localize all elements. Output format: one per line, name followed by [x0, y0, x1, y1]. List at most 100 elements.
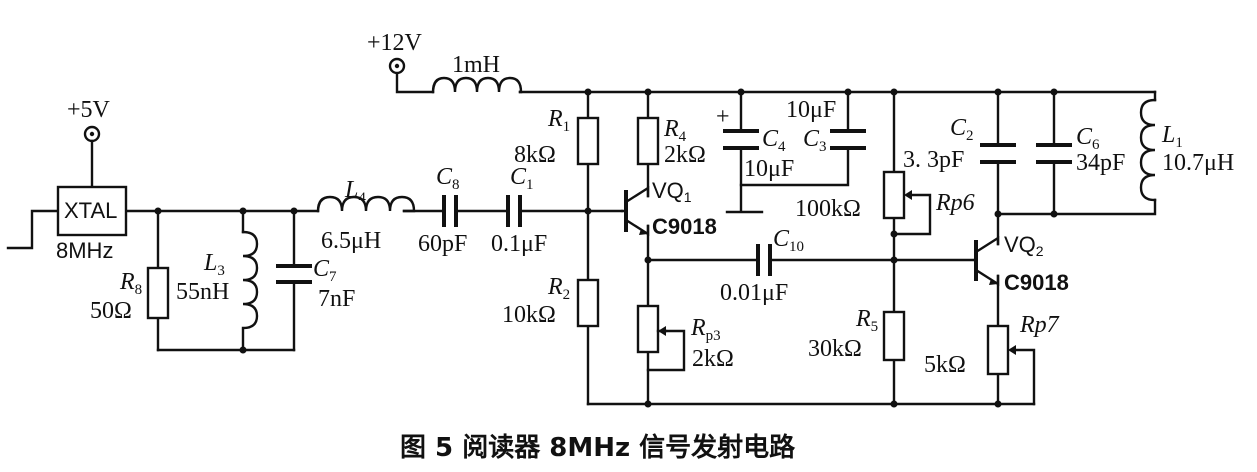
c8-name: C [436, 164, 453, 190]
vq2-name: VQ [1004, 232, 1036, 257]
svg-text:C1: C1 [510, 164, 534, 193]
c3-sub: 3 [819, 139, 827, 155]
svg-text:C6: C6 [1076, 124, 1100, 153]
resistor-r1: R1 8kΩ [514, 106, 600, 168]
svg-text:R5: R5 [855, 306, 878, 335]
potentiometer-rp6: Rp6 100kΩ [795, 170, 975, 222]
supply-12v-label: +12V [367, 30, 423, 56]
l3-name: L [203, 250, 217, 276]
junction-dots [154, 88, 1058, 408]
capacitor-c2: C2 3. 3pF [903, 115, 1016, 173]
c6-sub: 6 [1092, 137, 1100, 153]
supply-12v-terminal: +12V [367, 30, 423, 75]
svg-text:C8: C8 [436, 164, 460, 193]
c7-value: 7nF [318, 286, 355, 312]
svg-text:R1: R1 [547, 106, 570, 135]
svg-text:C7: C7 [313, 256, 337, 285]
r4-value: 2kΩ [664, 142, 706, 168]
svg-text:R2: R2 [547, 274, 570, 303]
rp7-value: 5kΩ [924, 352, 966, 378]
r2-value: 10kΩ [502, 302, 556, 328]
r5-sub: 5 [871, 319, 879, 335]
l3-sub: 3 [217, 263, 225, 279]
r2-sub: 2 [563, 287, 571, 303]
r1-value: 8kΩ [514, 142, 556, 168]
figure-caption: 图 5 阅读器 8MHz 信号发射电路 [400, 432, 796, 463]
l4-value: 6.5μH [321, 228, 381, 254]
r4-name: R [663, 116, 679, 142]
c2-name: C [950, 115, 967, 141]
capacitor-c8: C8 60pF [418, 164, 467, 257]
c10-sub: 10 [789, 239, 804, 255]
supply-5v-terminal: +5V [67, 97, 111, 189]
vq1-name: VQ [652, 178, 684, 203]
rp7-name: Rp7 [1019, 312, 1060, 338]
xtal-label: XTAL [64, 198, 117, 223]
svg-text:VQ2: VQ2 [1004, 232, 1044, 259]
capacitor-c4: + C4 10μF [716, 104, 794, 182]
capacitor-c3: C3 10μF [786, 97, 866, 155]
l3-value: 55nH [176, 279, 229, 305]
c4-name: C [762, 126, 779, 152]
c3-value: 10μF [786, 97, 836, 123]
inductor-1mh: 1mH [431, 52, 523, 94]
capacitor-c6: C6 34pF [1036, 124, 1125, 176]
r1-name: R [547, 106, 563, 132]
svg-text:L3: L3 [203, 250, 225, 279]
inductor-l3: L3 55nH [176, 230, 259, 330]
svg-text:C2: C2 [950, 115, 974, 144]
potentiometer-rp3: Rp3 2kΩ [636, 304, 734, 372]
svg-text:VQ1: VQ1 [652, 178, 692, 205]
svg-text:C10: C10 [773, 226, 804, 255]
svg-text:C3: C3 [803, 126, 827, 155]
l1-value: 10.7μH [1162, 150, 1234, 176]
capacitor-c7: C7 7nF [276, 256, 355, 312]
transistor-vq2: VQ2 C9018 [973, 232, 1069, 295]
c6-value: 34pF [1076, 150, 1125, 176]
l1-name: L [1161, 122, 1175, 148]
c4-value: 10μF [744, 156, 794, 182]
c2-sub: 2 [966, 128, 974, 144]
svg-text:Rp3: Rp3 [690, 315, 721, 344]
transistor-vq1: VQ1 C9018 [620, 178, 717, 239]
r1-sub: 1 [563, 119, 571, 135]
inductor-l4: L4 6.5μH [316, 177, 416, 254]
c7-name: C [313, 256, 330, 282]
xtal-oscillator: XTAL 8MHz [56, 185, 128, 263]
svg-text:R8: R8 [119, 269, 142, 298]
c4-polarity: + [716, 104, 730, 130]
c7-sub: 7 [329, 269, 337, 285]
c10-name: C [773, 226, 790, 252]
c10-value: 0.01μF [720, 280, 788, 306]
svg-text:C4: C4 [762, 126, 786, 155]
c1-value: 0.1μF [491, 231, 547, 257]
r8-sub: 8 [135, 282, 143, 298]
rp3-value: 2kΩ [692, 346, 734, 372]
vq2-sub: 2 [1036, 243, 1044, 259]
rp6-name: Rp6 [935, 190, 975, 216]
r5-name: R [855, 306, 871, 332]
r5-value: 30kΩ [808, 336, 862, 362]
capacitor-c10: C10 0.01μF [720, 226, 804, 306]
r2-name: R [547, 274, 563, 300]
vq1-sub: 1 [684, 189, 692, 205]
rp6-value: 100kΩ [795, 196, 861, 222]
resistor-r2: R2 10kΩ [502, 274, 600, 328]
c8-value: 60pF [418, 231, 467, 257]
inductor-1mh-value: 1mH [452, 52, 500, 78]
c3-name: C [803, 126, 820, 152]
c4-sub: 4 [778, 139, 786, 155]
resistor-r5: R5 30kΩ [808, 306, 906, 362]
vq1-model: C9018 [652, 214, 717, 239]
l4-name: L [344, 177, 358, 203]
c6-name: C [1076, 124, 1093, 150]
r8-value: 50Ω [90, 298, 132, 324]
c1-sub: 1 [526, 177, 534, 193]
capacitor-c1: C1 0.1μF [491, 164, 547, 257]
vq2-model: C9018 [1004, 270, 1069, 295]
rp3-sub: p3 [706, 328, 721, 344]
c8-sub: 8 [452, 177, 460, 193]
resistor-r8: R8 50Ω [90, 266, 170, 324]
inductor-l1: L1 10.7μH [1139, 98, 1234, 202]
